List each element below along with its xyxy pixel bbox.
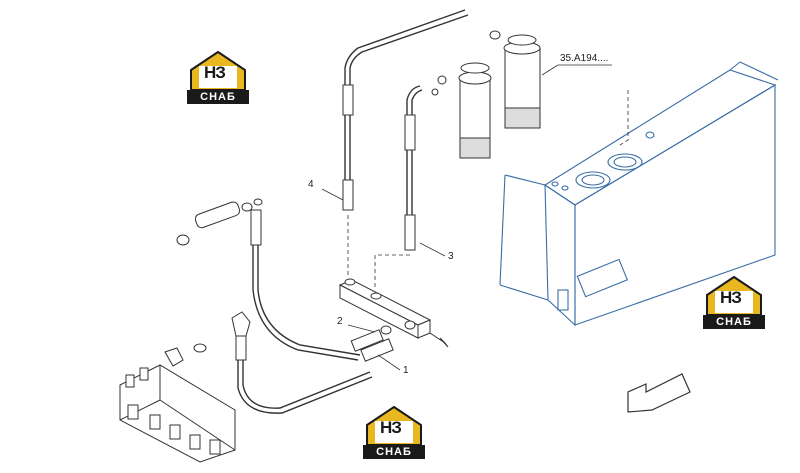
watermark-logo-bottom: НЗ СНАБ	[363, 405, 425, 461]
logo-mark: НЗ	[720, 288, 742, 307]
reference-label: 35.A194....	[560, 53, 609, 64]
logo-house-icon	[366, 405, 422, 446]
hydraulic-tank	[499, 61, 779, 327]
callout-1: 1	[403, 365, 409, 376]
logo-mark: НЗ	[204, 63, 226, 82]
logo-plate: СНАБ	[703, 315, 765, 329]
logo-mark: НЗ	[380, 418, 402, 437]
callout-4: 4	[308, 179, 314, 190]
callout-2: 2	[337, 316, 343, 327]
filter-assembly	[431, 30, 541, 159]
logo-house-icon	[706, 275, 762, 316]
watermark-logo-top-left: НЗ СНАБ	[187, 50, 249, 106]
hose-lines	[237, 9, 469, 414]
logo-plate: СНАБ	[187, 90, 249, 104]
logo-house-icon	[190, 50, 246, 91]
elbow-fittings	[164, 198, 263, 367]
manifold-block	[338, 278, 449, 348]
watermark-logo-right: НЗ СНАБ	[703, 275, 765, 331]
callout-leaders	[321, 188, 446, 371]
control-valve	[119, 364, 236, 463]
direction-arrow	[627, 373, 691, 413]
logo-plate: СНАБ	[363, 445, 425, 459]
hose-fittings	[194, 84, 416, 362]
dashed-links	[347, 215, 410, 290]
callout-3: 3	[448, 251, 454, 262]
reference-leader	[541, 64, 629, 146]
